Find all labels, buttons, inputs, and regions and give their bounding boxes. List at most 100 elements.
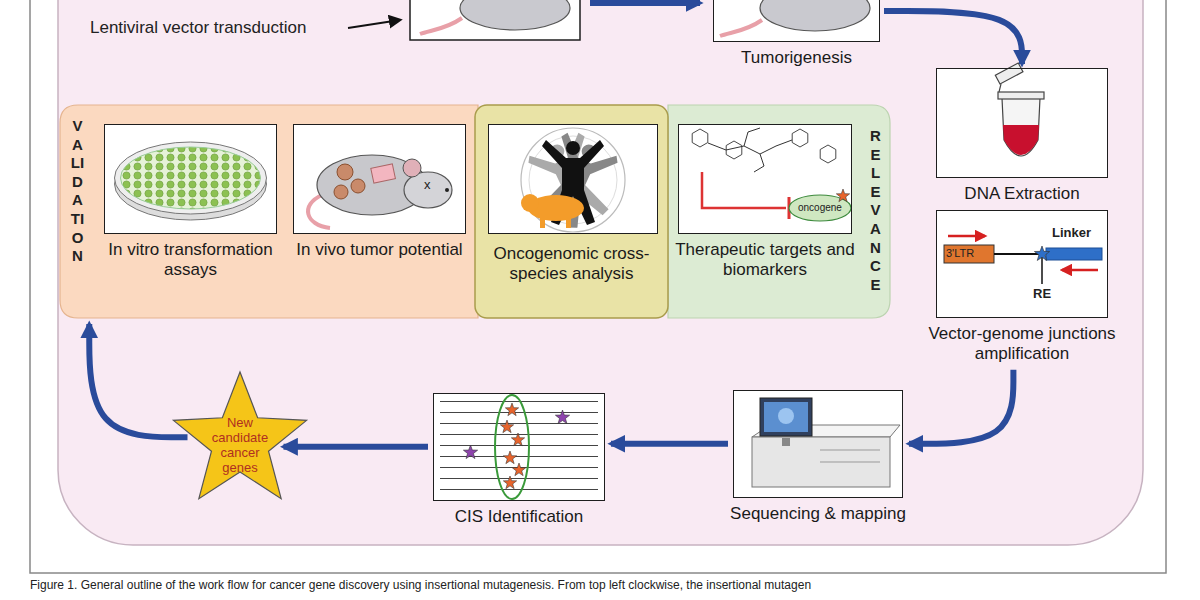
frame-grounds: [678, 124, 852, 234]
drug-target-icon: [792, 129, 808, 147]
cross-species-icon: [566, 141, 580, 155]
petri-dish-icon: [115, 142, 267, 220]
cis-icon: [495, 395, 529, 499]
tumor-mouse-icon: [351, 179, 365, 193]
cis-icon: [503, 451, 516, 464]
figure-label: 3'LTR: [946, 247, 974, 260]
tumor-panel: In vivo tumor potential: [293, 124, 466, 260]
sequencer-icon: [820, 450, 880, 451]
frame-grounds: [936, 68, 1108, 178]
figure-label: Lentiviral vector transduction: [90, 18, 306, 38]
cross-species-icon: [528, 131, 620, 234]
sequencer-icon: [752, 398, 900, 487]
mouse-icon: [760, 0, 870, 31]
picture-frame: [713, 0, 880, 42]
petri-dish-icon: [115, 142, 267, 214]
mouse-icon: [720, 20, 762, 36]
node-label: Oncogenomic cross-species analysis: [480, 244, 663, 285]
node-label: CIS Identification: [419, 507, 619, 527]
frame-grounds: [433, 393, 605, 501]
junction-icon: [1062, 269, 1098, 272]
frame-grounds: [733, 390, 903, 498]
drug-target-icon: [754, 154, 764, 172]
junction-icon: [944, 236, 1102, 284]
outer-frame: [30, 0, 1166, 573]
relevance-region: RELEVANCETherapeutic targets and biomark…: [668, 105, 890, 318]
panel-grounds: [668, 105, 890, 318]
junction-icon: [1046, 248, 1102, 260]
node-label: Vector-genome junctions amplification: [922, 324, 1122, 365]
drug-target-icon: [744, 128, 760, 146]
tube-icon: [995, 63, 1023, 84]
picture-frame: [488, 124, 658, 234]
node-label: Therapeutic targets and biomarkers: [664, 240, 866, 281]
picture-frame: [678, 124, 852, 234]
cis-panel: CIS Identification: [433, 393, 605, 527]
tube-icon: [998, 92, 1044, 99]
sequencer-icon: [820, 462, 880, 463]
cross-species-icon: [528, 131, 620, 234]
panel-grounds: [60, 105, 890, 318]
drug-target-icon: [820, 145, 836, 163]
cis-icon: [500, 420, 513, 433]
tumor-mouse-icon: [337, 164, 353, 180]
drug-target-icon: [692, 128, 851, 221]
vertical-heading: VALIDATION: [70, 117, 85, 266]
cross-species-icon: [521, 128, 625, 234]
petri-dish-icon: [121, 147, 261, 209]
figure-label: x: [424, 178, 431, 193]
star-node: New candidate cancer genes: [165, 370, 315, 510]
cross-species-icon: [540, 216, 545, 228]
cis-icon: [555, 410, 569, 424]
panel-grounds: [60, 105, 478, 318]
outer-frame: [58, 0, 1143, 545]
cis-icon: [512, 463, 525, 476]
cis-icon: [440, 395, 598, 499]
picture-frame: [936, 68, 1108, 178]
node-label: New candidate cancer genes: [201, 416, 279, 476]
picture-frame: [433, 393, 605, 501]
cis-icon: [505, 403, 518, 416]
vertical-heading: RELEVANCE: [868, 127, 883, 294]
node-label: Sequencing & mapping: [719, 504, 917, 524]
transformation-panel: In vitro transformation assays: [104, 124, 277, 281]
picture-frame: [293, 124, 466, 234]
drug-target-icon: [692, 129, 708, 147]
tumor-mouse-icon: [334, 185, 348, 199]
sequencer-panel: Sequencing & mapping: [733, 390, 903, 524]
cross-species-icon: [521, 128, 625, 232]
picture-frame: [733, 390, 903, 498]
cross-species-icon: [566, 216, 571, 228]
frame-grounds: [936, 210, 1108, 318]
sequencer-icon: [782, 438, 790, 446]
picture-frame: [104, 124, 277, 234]
junction-icon: [944, 245, 994, 263]
figure-caption: Figure 1. General outline of the work fl…: [30, 578, 811, 592]
cross-species-icon: [521, 194, 539, 212]
mouse-icon: [420, 18, 462, 34]
tube-panel: DNA Extraction: [936, 68, 1108, 204]
drug-target-icon: [702, 172, 786, 208]
layout-arrows: [348, 20, 400, 28]
tube-icon: [995, 63, 1044, 156]
petri-dish-icon: [115, 148, 267, 220]
frame-grounds: [293, 124, 466, 234]
cis-icon: [463, 445, 477, 459]
drug-target-icon: [836, 189, 849, 202]
junction-icon: [948, 235, 985, 238]
cis-icon: [503, 476, 516, 489]
cis-icon: [511, 433, 524, 446]
junction-icon: [1034, 246, 1049, 260]
tube-icon: [1002, 98, 1040, 156]
sequencer-icon: [778, 408, 794, 424]
tumor-mouse-icon: [445, 188, 449, 192]
node-label: DNA Extraction: [922, 184, 1122, 204]
cis-icon: [440, 398, 598, 497]
star-shape: [173, 372, 306, 499]
figure-label: RE: [1033, 287, 1051, 302]
frame-grounds: [488, 124, 658, 234]
junction-icon: [994, 253, 1042, 255]
mouse-icon: [420, 0, 870, 36]
